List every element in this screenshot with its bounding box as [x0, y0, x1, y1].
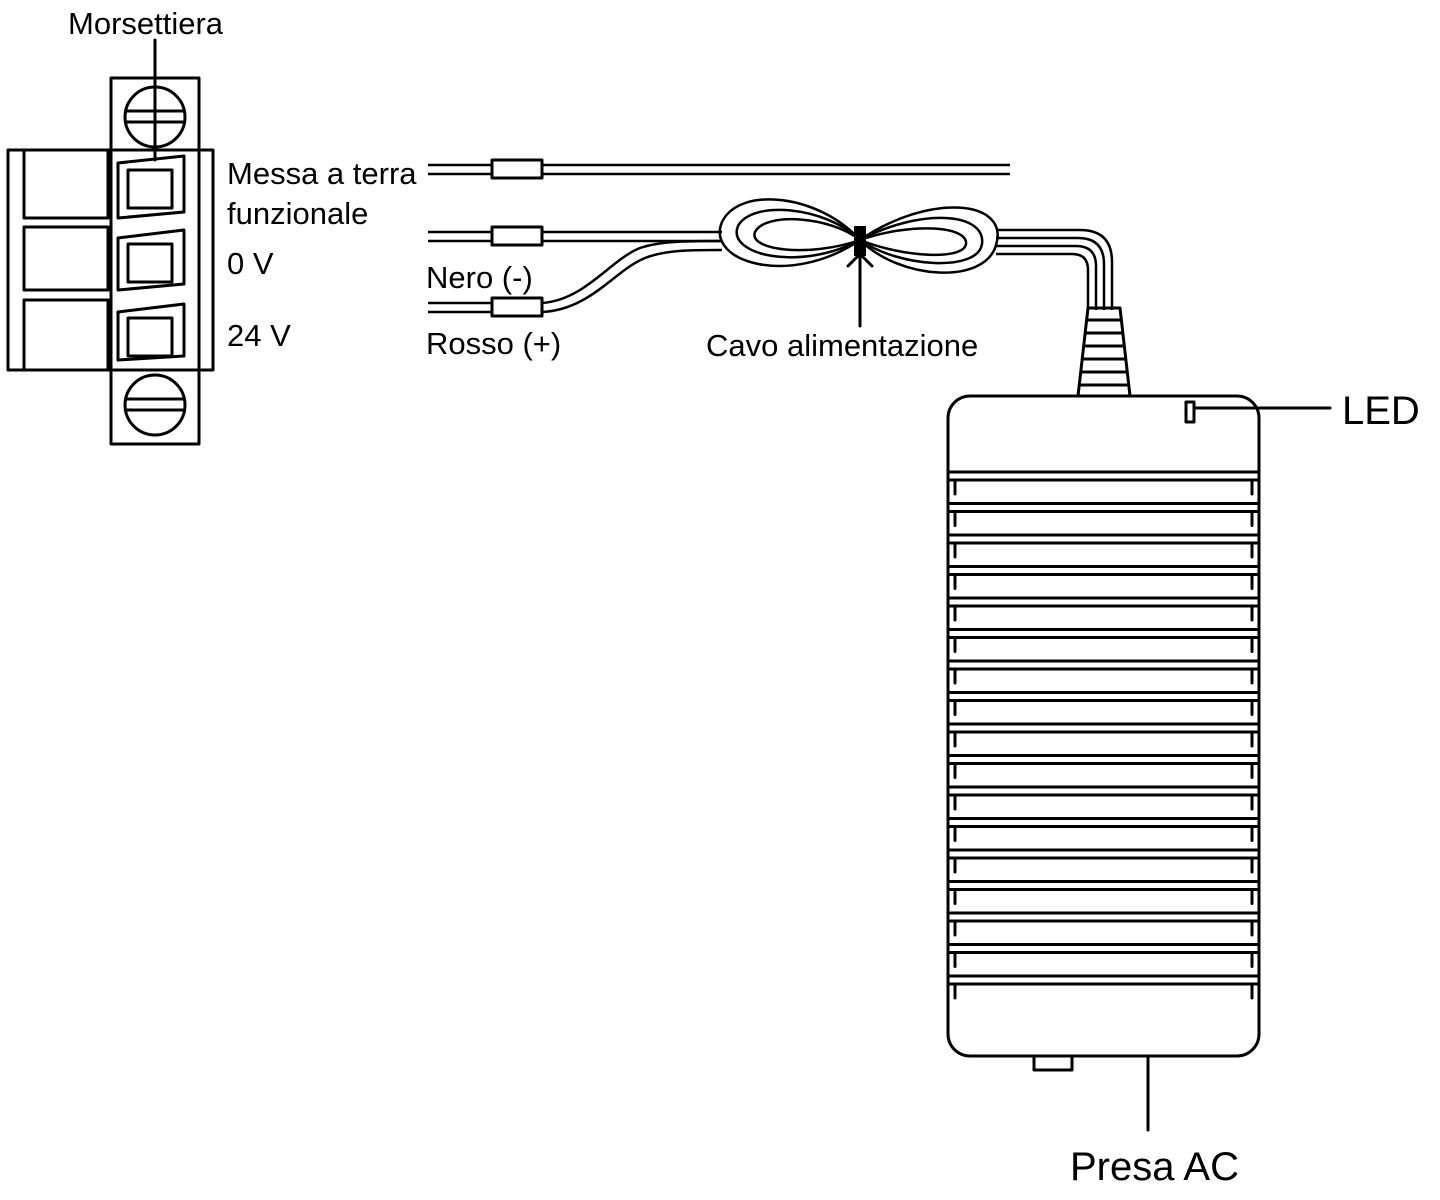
cooling-rib [946, 659, 1261, 685]
cooling-rib [946, 880, 1261, 905]
cooling-rib [946, 596, 1261, 622]
plug-shoulder-2 [22, 225, 110, 292]
cooling-rib [946, 533, 1261, 559]
cooling-rib [946, 943, 1261, 968]
terminal-block-label: Morsettiera [68, 6, 224, 41]
terminal-block [6, 38, 215, 446]
cooling-rib [946, 502, 1261, 527]
terminal-socket-earth [106, 148, 186, 220]
terminal-socket-0v [106, 225, 186, 292]
twentyfour-volt-label: 24 V [227, 318, 291, 353]
functional-earth-label-line1: Messa a terra [227, 156, 417, 191]
cooling-rib [946, 470, 1261, 496]
plug-shoulder-1 [22, 148, 110, 220]
cooling-rib [946, 722, 1261, 748]
power-supply-case [946, 394, 1261, 1058]
cooling-rib [946, 691, 1261, 716]
red-wire [428, 239, 723, 318]
ac-inlet [1032, 1054, 1074, 1072]
cooling-rib [946, 785, 1261, 811]
led-indicator [1184, 400, 1196, 424]
plug-shoulder-3 [22, 298, 110, 372]
functional-earth-label-line2: funzionale [227, 196, 368, 231]
cooling-rib [946, 565, 1261, 590]
cooling-rib [946, 817, 1261, 842]
power-cable-label: Cavo alimentazione [706, 328, 978, 363]
earth-wire [428, 158, 1010, 180]
cable-tie-icon [846, 226, 874, 268]
led-label: LED [1342, 389, 1420, 433]
zero-volt-label: 0 V [227, 246, 274, 281]
bottom-screw-icon [123, 373, 187, 437]
red-wire-label: Rosso (+) [426, 326, 561, 361]
cooling-ribs [946, 470, 1261, 1000]
cooling-rib [946, 754, 1261, 779]
power-cable-coil [718, 198, 999, 328]
terminal-socket-24v [106, 298, 186, 372]
terminal-block-body [6, 148, 215, 372]
cooling-rib [946, 628, 1261, 653]
ac-socket-label: Presa AC [1070, 1145, 1239, 1189]
power-supply-unit [946, 394, 1332, 1132]
cooling-rib [946, 911, 1261, 937]
cooling-rib [946, 848, 1261, 874]
power-cable-run [996, 228, 1114, 310]
strain-relief [1076, 306, 1132, 398]
cooling-rib [946, 974, 1261, 1000]
black-wire-label: Nero (-) [426, 260, 533, 295]
